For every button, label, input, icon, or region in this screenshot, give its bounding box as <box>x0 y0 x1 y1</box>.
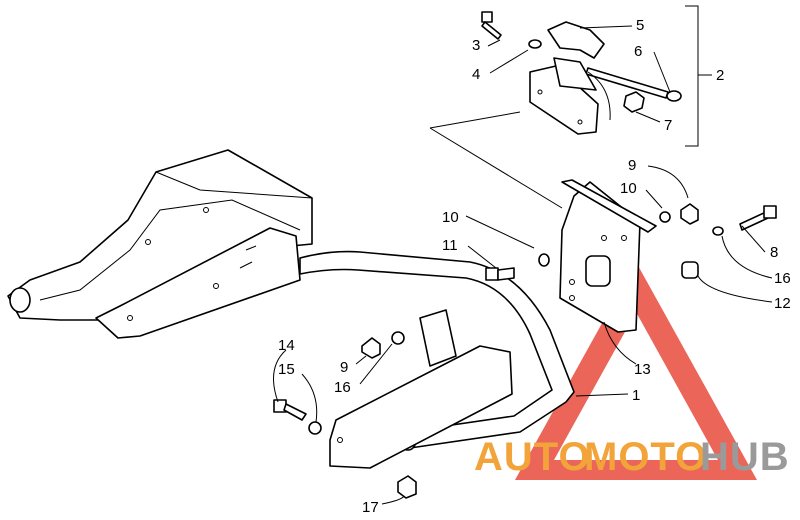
hitch-bracket-assembly <box>481 5 712 147</box>
left-housing <box>7 149 313 321</box>
callout-12: 12 <box>774 295 791 312</box>
nut-9a <box>680 203 699 225</box>
plate-13 <box>559 179 657 333</box>
callout-13: 13 <box>634 361 651 378</box>
group-bracket <box>685 5 699 147</box>
callout-5: 5 <box>636 17 644 34</box>
spacer-12 <box>681 261 699 279</box>
washer-4 <box>528 39 542 49</box>
callout-16b: 16 <box>334 379 351 396</box>
callout-9a: 9 <box>628 157 636 174</box>
callout-labels: 3 4 5 6 2 7 9 10 10 11 8 16 12 13 1 14 1… <box>278 17 791 516</box>
nut-7 <box>623 91 645 113</box>
callout-2: 2 <box>716 67 724 84</box>
callout-17: 17 <box>362 499 379 516</box>
callout-10a: 10 <box>442 209 459 226</box>
mount-plate-right <box>329 309 513 469</box>
callout-10b: 10 <box>620 180 637 197</box>
watermark-text-moto: MOTO <box>584 435 707 479</box>
bolt-3 <box>481 11 502 40</box>
washer-10b <box>659 211 671 223</box>
bolt-14 <box>273 399 307 421</box>
pin-6 <box>585 67 669 99</box>
callout-16a: 16 <box>774 270 791 287</box>
callout-4: 4 <box>472 66 480 83</box>
mount-plate-left <box>95 227 301 339</box>
callout-14: 14 <box>278 337 295 354</box>
washer-16a <box>712 226 724 236</box>
leader-lines <box>273 25 773 505</box>
nut-9b <box>361 337 381 359</box>
watermark-text-hub: HUB <box>700 435 790 479</box>
washer-15 <box>308 421 322 435</box>
callout-8: 8 <box>770 244 778 261</box>
watermark-text: AUTO MOTO HUB <box>474 435 790 479</box>
washer-16b <box>391 331 405 345</box>
callout-9b: 9 <box>340 359 348 376</box>
bolt-8 <box>739 205 777 231</box>
callout-3: 3 <box>472 37 480 54</box>
callout-7: 7 <box>664 117 672 134</box>
callout-11: 11 <box>442 237 458 254</box>
callout-15: 15 <box>278 361 295 378</box>
hardware-bolt-11 <box>485 267 515 281</box>
washer-10a <box>538 253 550 267</box>
watermark-text-auto: AUTO <box>474 435 591 479</box>
callout-1: 1 <box>632 387 640 404</box>
nut-17 <box>397 475 417 499</box>
callout-6: 6 <box>634 43 642 60</box>
clip-5 <box>547 21 605 59</box>
